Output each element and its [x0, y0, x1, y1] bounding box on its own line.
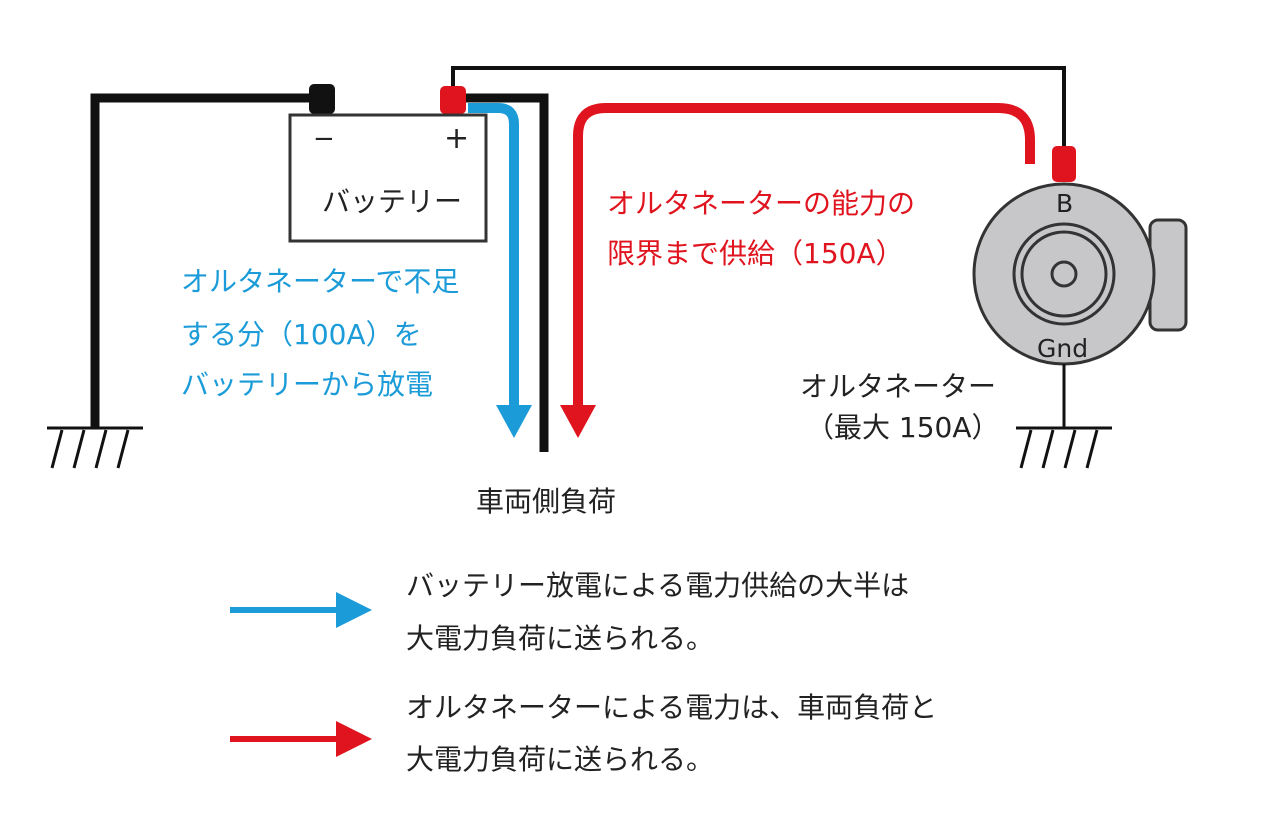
alternator-rating: （最大 150A） — [806, 411, 1000, 444]
legend-red-line2: 大電力負荷に送られる。 — [406, 743, 715, 776]
vehicle-load-label: 車両側負荷 — [476, 485, 617, 518]
alternator-b-terminal — [1052, 146, 1076, 182]
alternator-label: オルタネーター — [800, 370, 997, 403]
red-flow-arrowhead — [560, 405, 596, 438]
alternator — [972, 182, 1188, 366]
battery-box — [288, 113, 488, 243]
blue-flow-arrowhead — [496, 405, 532, 438]
load-wire — [453, 93, 549, 452]
charge-wire — [451, 66, 1066, 148]
legend-red-arrow — [230, 721, 372, 757]
battery-positive-terminal — [440, 86, 466, 114]
battery-discharge-note-line2: する分（100A）を — [181, 318, 422, 351]
left-ground-symbol — [47, 426, 143, 469]
alternator-supply-note-line1: オルタネーターの能力の — [607, 187, 916, 220]
battery-discharge-note-line1: オルタネーターで不足 — [181, 265, 460, 298]
blue-flow-line — [468, 103, 519, 408]
battery-negative-terminal — [309, 84, 335, 114]
battery-plus-label: + — [444, 121, 470, 156]
alternator-supply-note-line2: 限界まで供給（150A） — [607, 237, 904, 270]
battery-discharge-note-line3: バッテリーから放電 — [181, 368, 434, 401]
alternator-gnd-label: Gnd — [1037, 334, 1089, 363]
alternator-b-label: B — [1056, 189, 1074, 218]
legend-blue-line1: バッテリー放電による電力供給の大半は — [406, 569, 910, 602]
right-ground-symbol — [1016, 426, 1112, 469]
legend-blue-line2: 大電力負荷に送られる。 — [406, 622, 715, 655]
legend-blue-arrow — [230, 592, 372, 628]
legend-red-line1: オルタネーターによる電力は、車両負荷と — [406, 691, 938, 724]
battery-label: バッテリー — [322, 185, 463, 218]
battery-negative-wire — [90, 93, 322, 428]
red-flow-line — [573, 103, 1035, 408]
battery-minus-label: − — [313, 124, 335, 154]
